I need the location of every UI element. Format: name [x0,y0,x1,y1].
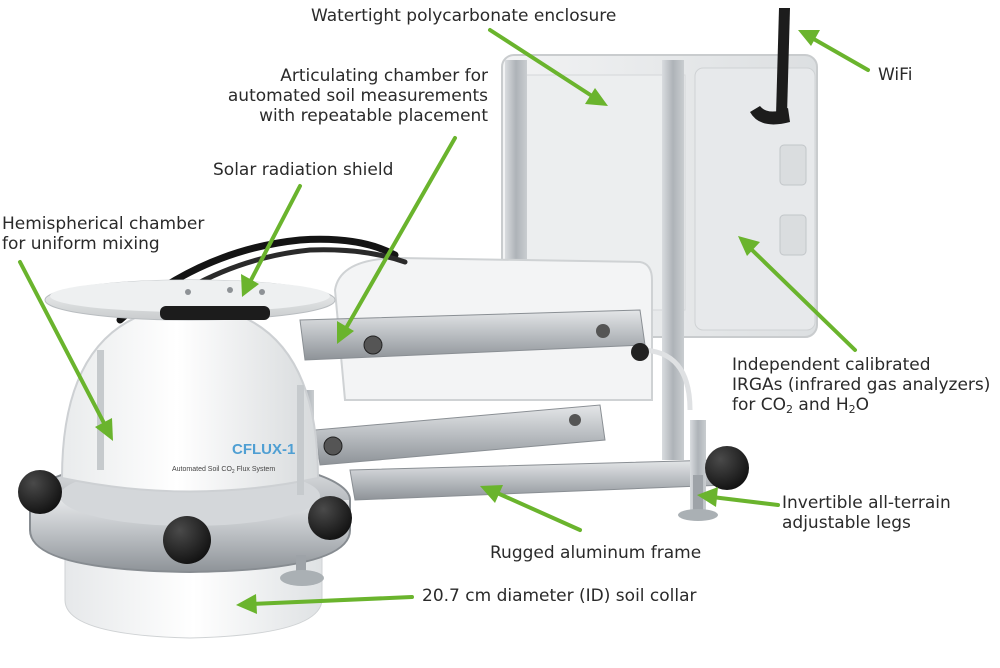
solar-radiation-shield [44,279,336,321]
label-legs-line2: adjustable legs [782,513,911,533]
label-hemispherical-line1: Hemispherical chamber [2,214,205,234]
wifi-antenna [750,8,790,125]
label-hemispherical-line2: for uniform mixing [2,234,160,254]
label-wifi: WiFi [878,65,913,85]
label-articulating-line2: automated soil measurements [227,86,488,106]
label-irgas: Independent calibrated IRGAs (infrared g… [732,355,990,415]
product-subtitle: Automated Soil CO2 Flux System [172,466,275,475]
label-solar-shield: Solar radiation shield [213,160,394,180]
product-name: CFLUX-1 [232,441,295,458]
label-enclosure: Watertight polycarbonate enclosure [311,6,617,26]
arrow-frame [480,485,582,532]
label-articulating: Articulating chamber for automated soil … [228,66,488,126]
label-collar: 20.7 cm diameter (ID) soil collar [422,586,697,606]
arrow-hemispherical [18,260,113,441]
arrow-legs [697,487,780,507]
aluminum-frame [298,309,726,520]
arrow-collar [236,594,414,614]
posts [97,350,304,495]
label-legs-line1: Invertible all-terrain [782,493,951,513]
label-irgas-line1: Independent calibrated [732,355,931,375]
callout-arrows [18,28,870,614]
label-irgas-line2: IRGAs (infrared gas analyzers) [732,375,991,395]
arrow-solar-shield [241,184,302,297]
label-frame: Rugged aluminum frame [490,543,702,563]
knobs [18,446,749,564]
arrow-irgas [738,236,857,352]
arrow-enclosure [488,28,608,106]
label-irgas-line3: for CO2 and H2O [732,395,869,416]
arrow-articulating [337,136,457,344]
label-articulating-line3: with repeatable placement [259,106,488,126]
label-legs: Invertible all-terrain adjustable legs [782,493,951,533]
label-articulating-line1: Articulating chamber for [280,66,488,86]
arrow-wifi [798,30,870,72]
hemispherical-chamber [60,303,320,493]
label-hemispherical: Hemispherical chamber for uniform mixing [2,214,204,254]
